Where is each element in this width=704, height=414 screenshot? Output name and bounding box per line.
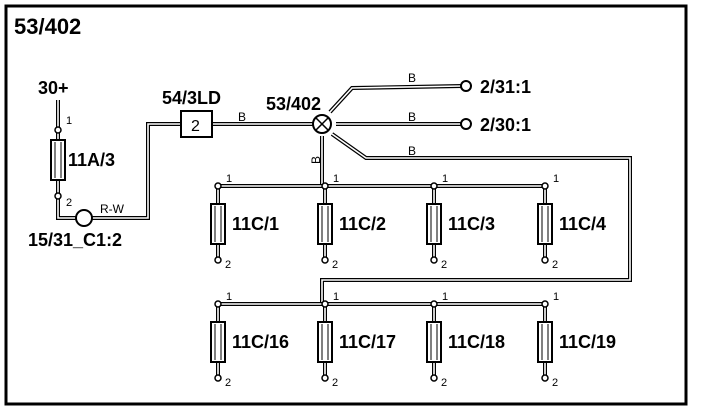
heater-label: 11C/16 xyxy=(232,332,289,352)
heater-body xyxy=(426,321,442,363)
heater-pin1-dot xyxy=(321,182,329,190)
heater-pin2-label: 2 xyxy=(552,377,558,389)
connector-label: 2/30:1 xyxy=(480,115,531,135)
heater-pin2-label: 2 xyxy=(225,259,231,271)
heater-pin1-label: 1 xyxy=(226,173,232,185)
heater-pin1-label: 1 xyxy=(553,173,559,185)
heater-body xyxy=(317,203,333,245)
fuse-pin1-label: 1 xyxy=(66,115,72,127)
heater-label: 11C/4 xyxy=(559,214,606,234)
right-margin xyxy=(690,0,704,414)
wire-color-label: B xyxy=(408,110,416,124)
ground-point xyxy=(75,209,93,227)
heater-pin1-dot xyxy=(214,300,222,308)
heater-pin1-dot xyxy=(541,182,549,190)
heater-pin2-label: 2 xyxy=(441,377,447,389)
module-label: 54/3LD xyxy=(162,88,221,108)
fuse-label: 11A/3 xyxy=(68,150,115,170)
wire-color-label: B xyxy=(238,110,246,124)
heater-pin2-label: 2 xyxy=(332,377,338,389)
fuse-pin2-dot xyxy=(54,192,62,200)
splice-cross xyxy=(315,117,329,131)
rw-wire-label: R-W xyxy=(100,202,125,216)
heater-pin1-dot xyxy=(430,182,438,190)
heater-pin2-dot xyxy=(214,374,222,382)
heater-body xyxy=(210,203,226,245)
power-label: 30+ xyxy=(38,78,69,98)
heater-pin1-label: 1 xyxy=(442,173,448,185)
fuse-pin1-dot xyxy=(54,126,62,134)
heater-body xyxy=(537,321,553,363)
heater-body xyxy=(537,203,553,245)
connector-label: 2/31:1 xyxy=(480,77,531,97)
heater-pin2-dot xyxy=(430,374,438,382)
connector-terminal xyxy=(460,118,472,130)
module-box xyxy=(180,110,213,138)
heater-pin2-label: 2 xyxy=(552,259,558,271)
heater-label: 11C/3 xyxy=(448,214,495,234)
heater-pin1-label: 1 xyxy=(442,291,448,303)
fuse-body xyxy=(50,139,66,181)
heater-pin1-label: 1 xyxy=(333,291,339,303)
heater-pin1-dot xyxy=(541,300,549,308)
heater-label: 11C/18 xyxy=(448,332,505,352)
heater-pin1-label: 1 xyxy=(226,291,232,303)
splice-label: 53/402 xyxy=(266,94,321,114)
heater-pin2-dot xyxy=(214,256,222,264)
heater-body xyxy=(426,203,442,245)
heater-pin2-label: 2 xyxy=(332,259,338,271)
heater-body xyxy=(317,321,333,363)
heater-pin2-dot xyxy=(321,256,329,264)
heater-label: 11C/17 xyxy=(339,332,396,352)
heater-pin1-label: 1 xyxy=(553,291,559,303)
heater-pin1-label: 1 xyxy=(333,173,339,185)
heater-pin2-dot xyxy=(430,256,438,264)
diagram-frame xyxy=(4,4,688,406)
module-box-text: 2 xyxy=(191,118,200,135)
heater-label: 11C/2 xyxy=(339,214,386,234)
heater-pin1-dot xyxy=(430,300,438,308)
heater-label: 11C/19 xyxy=(559,332,616,352)
wire-color-label: B xyxy=(408,144,416,158)
connector-terminal xyxy=(460,80,472,92)
ground-label: 15/31_C1:2 xyxy=(28,230,122,250)
heater-group: 1211C/11211C/21211C/31211C/41211C/161211… xyxy=(210,173,616,389)
heater-label: 11C/1 xyxy=(232,214,279,234)
heater-pin2-dot xyxy=(541,256,549,264)
heater-pin2-label: 2 xyxy=(225,377,231,389)
wire-color-label: B xyxy=(309,156,323,164)
wire-color-label: B xyxy=(408,71,416,85)
heater-pin2-dot xyxy=(321,374,329,382)
diagram-title: 53/402 xyxy=(14,14,81,39)
fuse-pin2-label: 2 xyxy=(66,197,72,209)
heater-pin2-dot xyxy=(541,374,549,382)
heater-pin1-dot xyxy=(214,182,222,190)
heater-body xyxy=(210,321,226,363)
heater-pin2-label: 2 xyxy=(441,259,447,271)
heater-pin1-dot xyxy=(321,300,329,308)
